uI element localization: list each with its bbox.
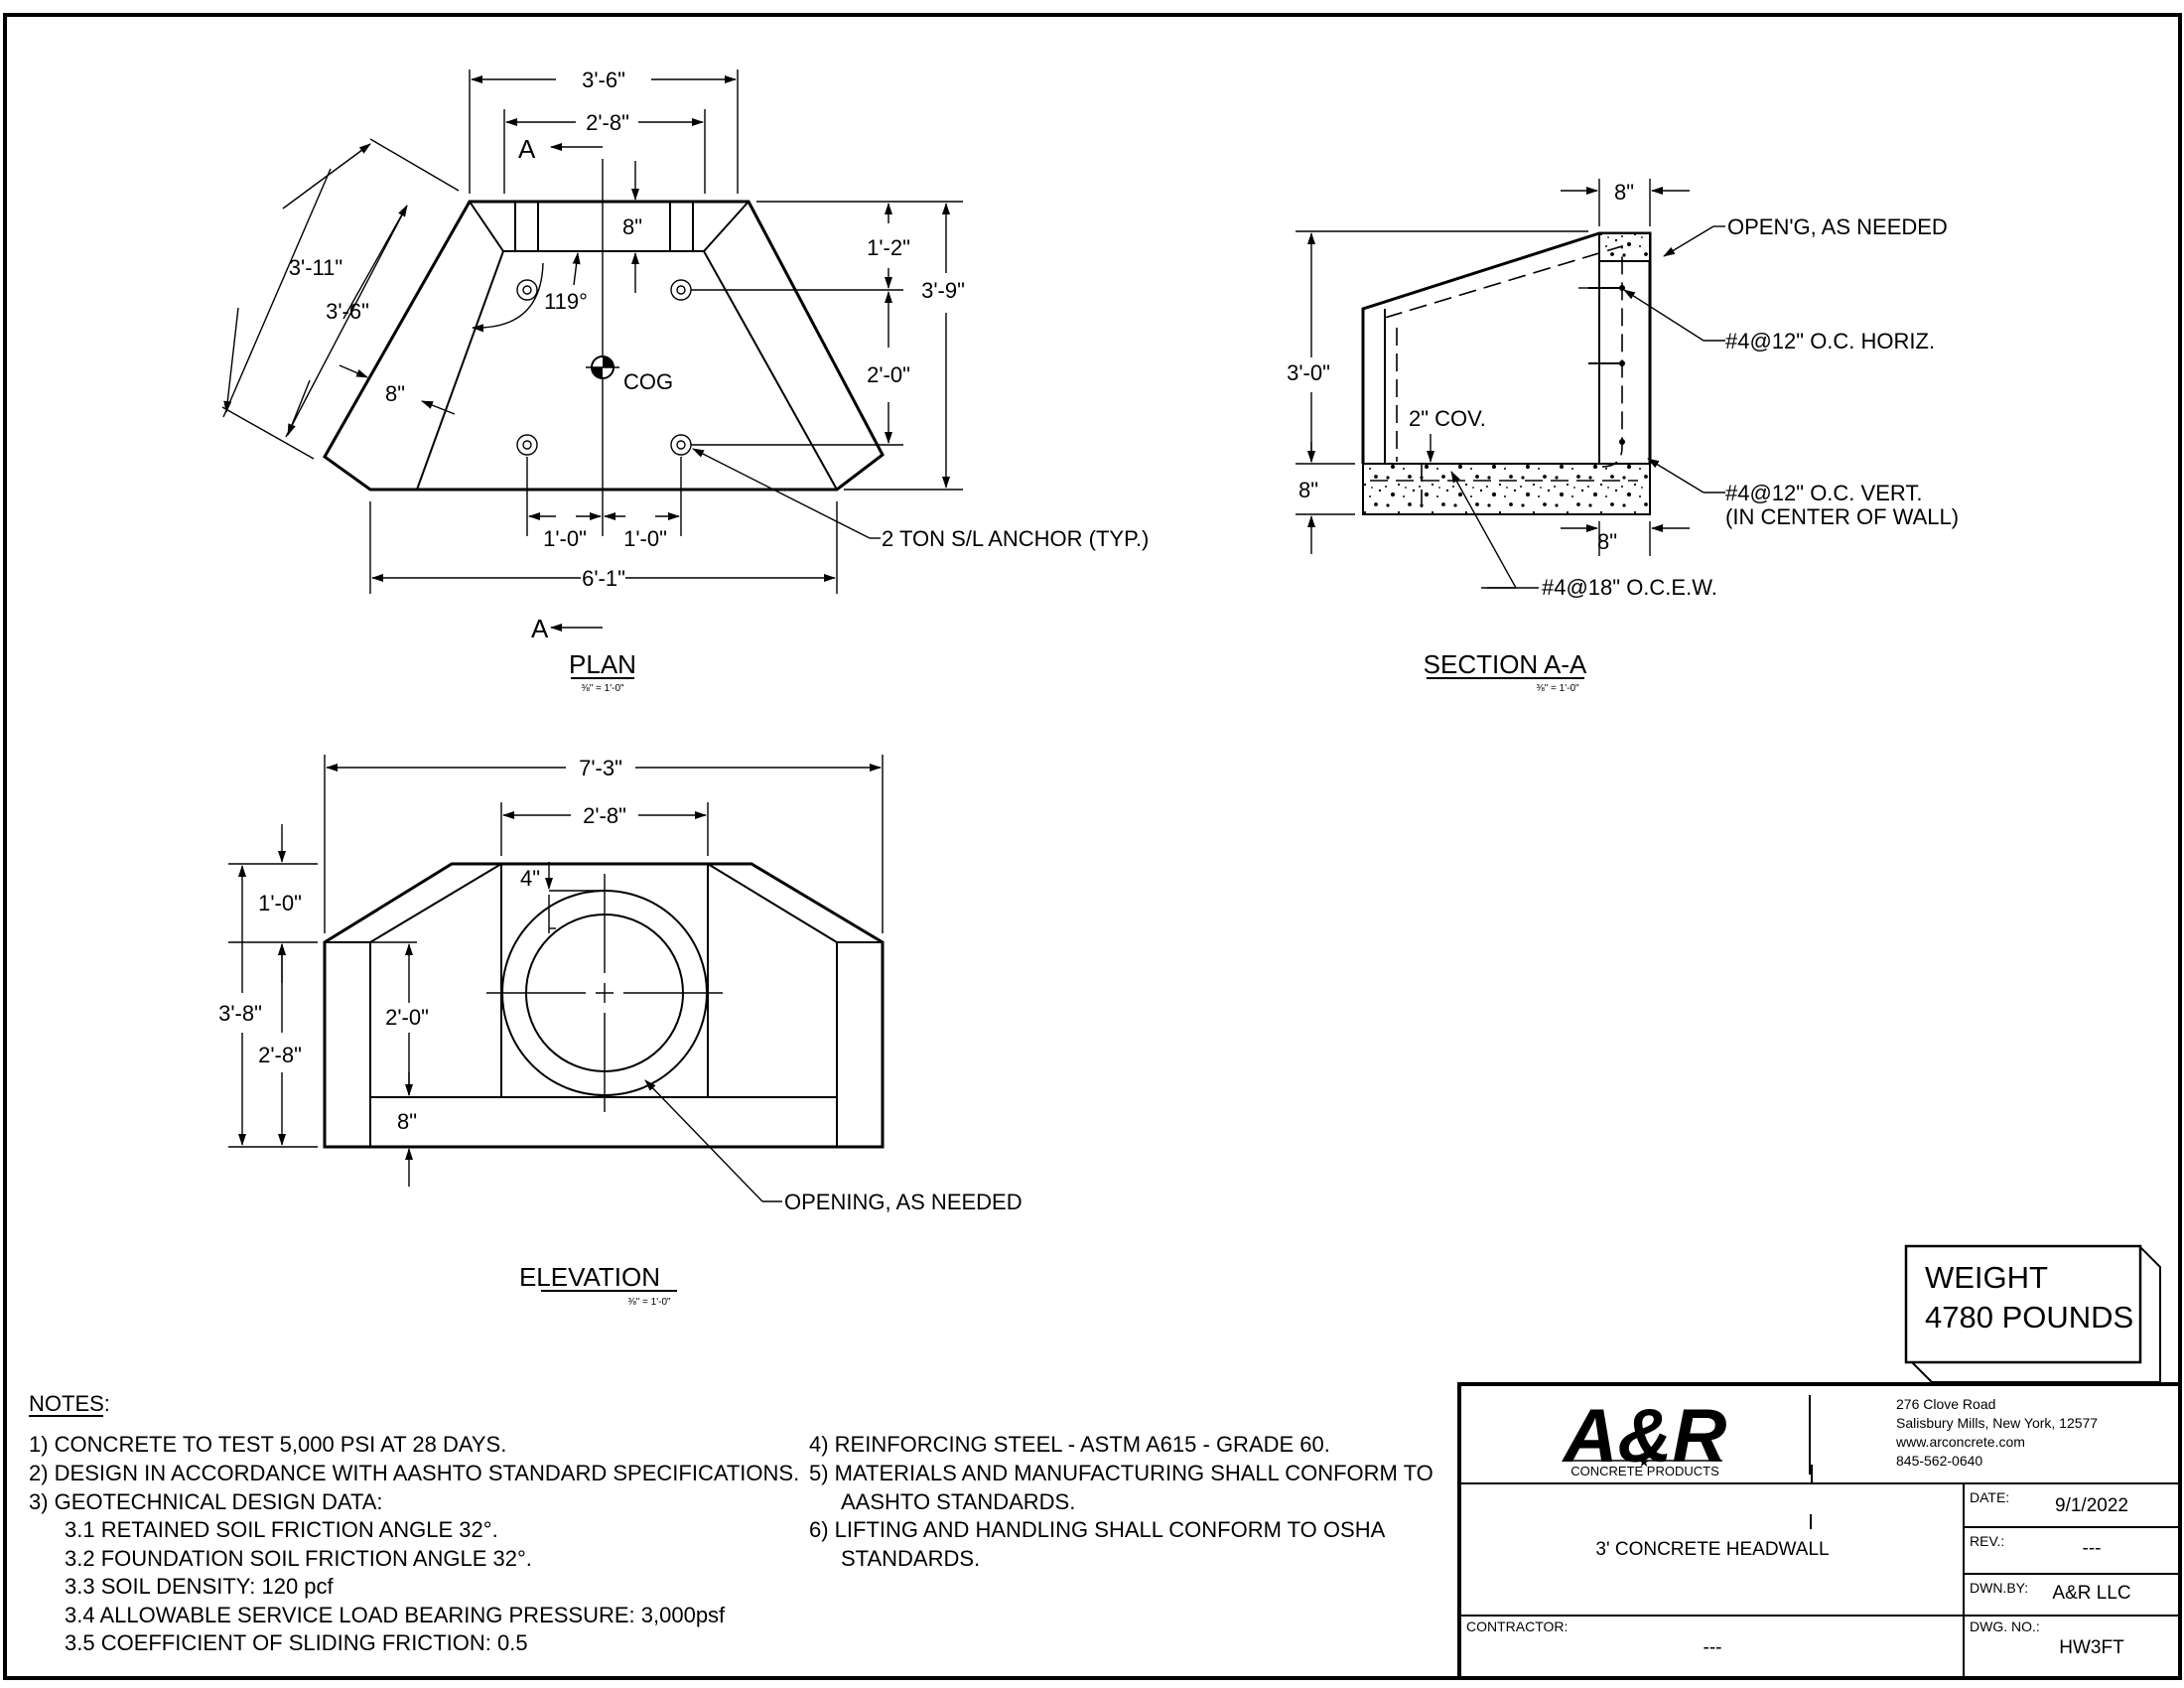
dwn-label: DWN.BY:: [1970, 1580, 2028, 1596]
note-3-2: 3.2 FOUNDATION SOIL FRICTION ANGLE 32°.: [65, 1546, 532, 1571]
elevation-dim-top: 1'-0": [258, 891, 302, 915]
contractor-label: CONTRACTOR:: [1466, 1618, 1568, 1634]
section-callout-slab: #4@18" O.C.E.W.: [1542, 575, 1717, 600]
address-line-4: 845-562-0640: [1896, 1453, 1982, 1469]
address-line-2: Salisbury Mills, New York, 12577: [1896, 1415, 2098, 1431]
plan-title: PLAN: [569, 649, 636, 679]
address-line-3: www.arconcrete.com: [1895, 1434, 2025, 1450]
rev-value: ---: [2083, 1538, 2102, 1559]
note-2: 2) DESIGN IN ACCORDANCE WITH AASHTO STAN…: [29, 1461, 799, 1485]
note-5: 5) MATERIALS AND MANUFACTURING SHALL CON…: [809, 1461, 1433, 1485]
contractor-value: ---: [1704, 1637, 1722, 1658]
plan-dim-wall-thickness: 8": [622, 214, 642, 239]
section-callout-vert: #4@12" O.C. VERT.: [1725, 481, 1922, 505]
elevation-dim-opening-height: 2'-0": [385, 1005, 429, 1030]
section-callout-vert-note: (IN CENTER OF WALL): [1725, 504, 1959, 529]
date-value: 9/1/2022: [2055, 1495, 2128, 1516]
note-3-4: 3.4 ALLOWABLE SERVICE LOAD BEARING PRESS…: [65, 1603, 726, 1627]
dwg-label: DWG. NO.:: [1970, 1618, 2040, 1634]
plan-dim-right-lower: 2'-0": [867, 362, 910, 387]
plan-anchor-top-right: [670, 279, 692, 301]
logo-star-icon: ★: [1638, 1454, 1651, 1470]
dwn-value: A&R LLC: [2052, 1583, 2130, 1604]
plan-dim-top-outer: 3'-6": [582, 68, 625, 92]
elevation-dim-inner: 2'-8": [583, 803, 626, 828]
plan-dim-anchor-left: 1'-0": [543, 526, 587, 551]
section-view: 8" 3'-0" 8" 2" COV. 8" OPEN'G, AS NEEDED…: [1287, 179, 1959, 694]
elevation-scale: ⅜" = 1'-0": [627, 1297, 671, 1308]
note-5-cont: AASHTO STANDARDS.: [841, 1489, 1075, 1514]
plan-anchor-top-left: [516, 279, 538, 301]
date-label: DATE:: [1970, 1489, 2009, 1505]
section-dim-wall-top: 8": [1614, 180, 1634, 205]
elevation-dim-base: 8": [397, 1109, 417, 1134]
section-dim-base: 8": [1298, 478, 1318, 502]
section-dim-height: 3'-0": [1287, 360, 1330, 385]
weight-value: 4780 POUNDS: [1925, 1300, 2133, 1335]
plan-scale: ⅜" = 1'-0": [581, 683, 624, 694]
note-4: 4) REINFORCING STEEL - ASTM A615 - GRADE…: [809, 1432, 1330, 1457]
weight-box: WEIGHT 4780 POUNDS: [1904, 1244, 2161, 1383]
section-base-slab: [1362, 463, 1651, 515]
company-logo: A&R CONCRETE PRODUCTS ★: [1562, 1394, 1727, 1478]
plan-anchor-bottom-left: [516, 434, 538, 456]
note-3-1: 3.1 RETAINED SOIL FRICTION ANGLE 32°.: [65, 1517, 498, 1542]
rev-label: REV.:: [1970, 1533, 2004, 1549]
drawing-title: 3' CONCRETE HEADWALL: [1595, 1539, 1829, 1560]
logo-subtext: CONCRETE PRODUCTS: [1570, 1464, 1719, 1478]
section-title: SECTION A-A: [1424, 649, 1587, 679]
note-3-5: 3.5 COEFFICIENT OF SLIDING FRICTION: 0.5: [65, 1630, 528, 1655]
elevation-dim-overall: 7'-3": [579, 756, 622, 780]
plan-anchor-callout: 2 TON S/L ANCHOR (TYP.): [882, 526, 1149, 551]
elevation-opening-callout: OPENING, AS NEEDED: [784, 1190, 1023, 1214]
plan-anchor-bottom-right: [670, 434, 692, 456]
plan-dim-wing-thickness: 8": [385, 381, 405, 406]
sheet-border: [3, 13, 2182, 1680]
elevation-dim-gap: 4": [520, 866, 540, 891]
plan-cog-label: COG: [623, 369, 673, 394]
note-6: 6) LIFTING AND HANDLING SHALL CONFORM TO…: [809, 1517, 1386, 1542]
section-dim-cover: 2" COV.: [1409, 406, 1486, 431]
elevation-dim-wall-height: 2'-8": [258, 1043, 302, 1067]
plan-dim-right-upper: 1'-2": [867, 235, 910, 260]
title-block: A&R CONCRETE PRODUCTS ★ 276 Clove Road S…: [1457, 1382, 2182, 1680]
plan-dim-wing-outer: 3'-11": [289, 255, 342, 280]
address-line-1: 276 Clove Road: [1896, 1396, 1995, 1412]
section-dim-wall-bottom: 8": [1597, 529, 1617, 554]
notes-heading: NOTES:: [29, 1391, 110, 1416]
dwg-value: HW3FT: [2059, 1637, 2124, 1658]
section-top-cap: [1598, 232, 1651, 262]
notes: NOTES: 1) CONCRETE TO TEST 5,000 PSI AT …: [29, 1391, 1433, 1655]
elevation-title: ELEVATION: [519, 1262, 660, 1292]
section-callout-opening: OPEN'G, AS NEEDED: [1727, 214, 1948, 239]
note-1: 1) CONCRETE TO TEST 5,000 PSI AT 28 DAYS…: [29, 1432, 506, 1457]
logo-text: A&R: [1562, 1394, 1727, 1478]
plan-dim-bottom: 6'-1": [582, 566, 625, 591]
section-callout-horiz: #4@12" O.C. HORIZ.: [1725, 329, 1935, 353]
section-scale: ⅜" = 1'-0": [1536, 683, 1579, 694]
plan-dim-anchor-right: 1'-0": [623, 526, 667, 551]
note-6-cont: STANDARDS.: [841, 1546, 980, 1571]
note-3: 3) GEOTECHNICAL DESIGN DATA:: [29, 1489, 383, 1514]
plan-view: 3'-6" 2'-8" A 8" 3'-11" 3'-6" 8" 119°: [221, 68, 1149, 694]
plan-section-mark-top: A: [518, 134, 536, 164]
plan-section-mark-bottom: A: [531, 614, 549, 643]
weight-label: WEIGHT: [1925, 1260, 2048, 1295]
cog-symbol: [586, 355, 619, 379]
note-3-3: 3.3 SOIL DENSITY: 120 pcf: [65, 1574, 335, 1599]
plan-dim-right-total: 3'-9": [921, 278, 965, 303]
elevation-dim-total-height: 3'-8": [218, 1001, 262, 1026]
plan-dim-top-inner: 2'-8": [586, 110, 629, 135]
elevation-view: 7'-3" 2'-8" 4" 1'-0" 3'-8" 2'-8" 2'-0": [218, 755, 1023, 1308]
plan-angle: 119°: [544, 289, 588, 314]
